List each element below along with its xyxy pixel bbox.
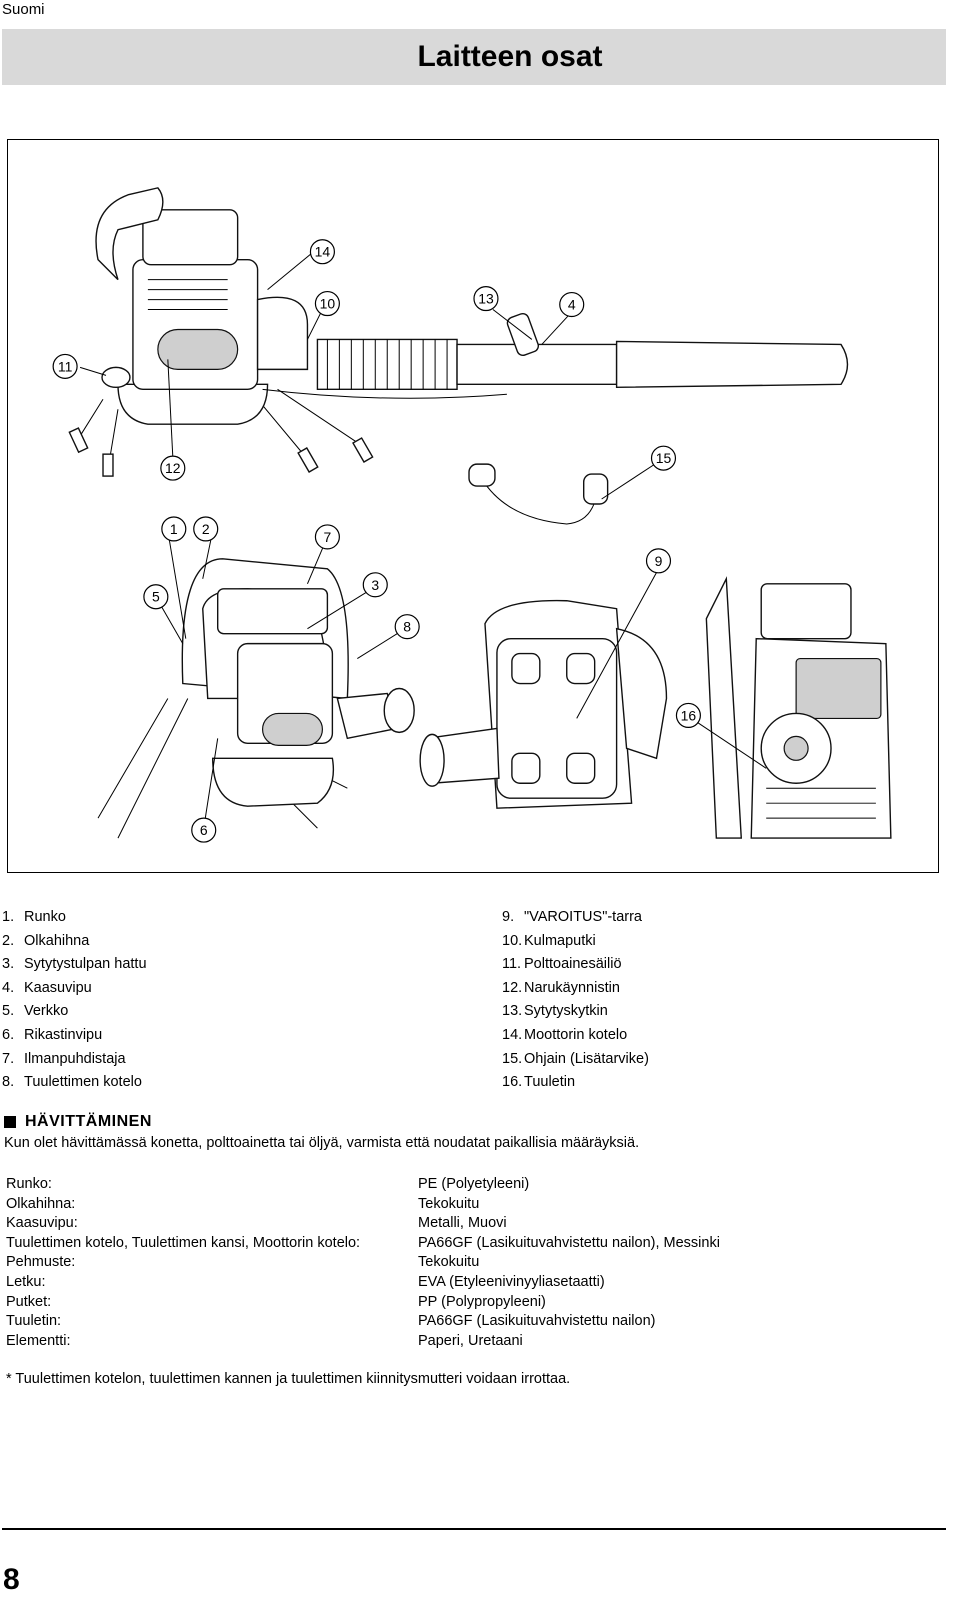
parts-illustration: 1 2 3 4 5 6 7 8 9 10 11 12 13 14 15 16 [7,139,939,873]
table-cell: Runko: [6,1176,52,1192]
callout-12: 12 [160,455,186,481]
list-item: 5.Verkko [2,1003,69,1020]
list-item: 8.Tuulettimen kotelo [2,1074,142,1091]
list-item: 3.Sytytystulpan hattu [2,956,147,973]
square-bullet-icon [4,1116,16,1128]
svg-text:5: 5 [152,589,160,605]
section-heading-text: HÄVITTÄMINEN [25,1113,152,1130]
blower-full-drawing [68,187,849,525]
svg-text:16: 16 [681,707,697,723]
callout-8: 8 [394,614,420,640]
table-cell: Metalli, Muovi [418,1215,507,1232]
callout-10: 10 [314,290,340,317]
svg-text:2: 2 [202,521,210,537]
parts-diagram: 1 2 3 4 5 6 7 8 9 10 11 12 13 14 15 16 [52,187,892,843]
svg-text:13: 13 [478,291,494,307]
svg-text:8: 8 [403,619,411,635]
svg-text:4: 4 [568,297,576,313]
callout-13: 13 [473,286,499,312]
list-item: 12.Narukäynnistin [502,979,620,996]
callout-1: 1 [161,516,187,542]
table-cell: Kaasuvipu: [6,1215,78,1232]
callout-7: 7 [314,524,340,550]
list-item: 9."VAROITUS"-tarra [502,909,642,925]
list-item: 1.Runko [2,909,66,925]
language-label: Suomi [2,1,45,18]
svg-text:1: 1 [170,521,178,537]
table-cell: Tekokuitu [418,1195,480,1212]
svg-text:11: 11 [58,358,73,374]
blower-cutaway-drawing [705,576,892,839]
table-cell: Tuulettimen kotelo, Tuulettimen kansi, M… [6,1234,361,1251]
callout-3: 3 [362,572,388,598]
callout-16: 16 [675,702,701,728]
callout-6: 6 [191,817,217,843]
materials-parts-column: Runko: Olkahihna: Kaasuvipu: Tuulettimen… [6,1175,360,1351]
table-cell: Olkahihna: [6,1195,76,1212]
table-cell: Tekokuitu [418,1254,480,1271]
blower-front-drawing [97,558,415,839]
page-title: Laitteen osat [417,40,603,73]
callout-15: 15 [650,445,677,471]
svg-text:3: 3 [371,577,379,593]
table-cell: PA66GF (Lasikuituvahvistettu nailon) [418,1313,656,1330]
svg-text:12: 12 [165,460,181,476]
svg-text:6: 6 [200,822,208,838]
leader-lines [79,252,767,829]
svg-text:15: 15 [656,450,672,466]
title-bar [2,29,946,85]
callout-11: 11 [52,353,78,379]
footer-divider [2,1528,946,1530]
callout-5: 5 [143,584,169,610]
table-cell: PA66GF (Lasikuituvahvistettu nailon), Me… [418,1234,720,1251]
svg-text:9: 9 [655,553,663,569]
table-cell: Letku: [6,1273,46,1290]
disposal-text: Kun olet hävittämässä konetta, polttoain… [4,1135,640,1151]
svg-text:10: 10 [320,296,336,312]
page-number: 8 [3,1563,20,1596]
list-item: 16.Tuuletin [502,1074,576,1091]
list-item: 11.Polttoainesäiliö [502,956,622,973]
list-item: 10.Kulmaputki [502,932,596,949]
materials-material-column: PE (Polyetyleeni) Tekokuitu Metalli, Muo… [418,1175,720,1351]
list-item: 2.Olkahihna [2,932,90,949]
svg-text:7: 7 [324,529,332,545]
callout-4: 4 [559,291,585,318]
table-cell: Putket: [6,1293,52,1310]
blower-rear-drawing [419,599,668,809]
callout-14: 14 [309,239,335,265]
parts-list-right: 9."VAROITUS"-tarra 10.Kulmaputki 11.Polt… [502,906,649,1095]
list-item: 6.Rikastinvipu [2,1026,103,1043]
list-item: 13.Sytytyskytkin [502,1003,608,1020]
table-cell: PP (Polypropyleeni) [418,1293,546,1310]
table-cell: EVA (Etyleenivinyyliasetaatti) [418,1273,605,1290]
svg-text:14: 14 [315,244,331,260]
list-item: 15.Ohjain (Lisätarvike) [502,1050,649,1067]
parts-list-left: 1.Runko 2.Olkahihna 3.Sytytystulpan hatt… [2,906,147,1095]
table-cell: PE (Polyetyleeni) [418,1176,530,1192]
list-item: 14.Moottorin kotelo [502,1026,628,1043]
footnote: * Tuulettimen kotelon, tuulettimen kanne… [6,1371,571,1387]
table-cell: Elementti: [6,1332,71,1349]
list-item: 4.Kaasuvipu [2,979,92,996]
callout-9: 9 [645,548,672,574]
table-cell: Pehmuste: [6,1254,76,1271]
table-cell: Tuuletin: [6,1313,62,1330]
table-cell: Paperi, Uretaani [418,1332,523,1349]
list-item: 7.Ilmanpuhdistaja [2,1050,126,1067]
section-heading: HÄVITTÄMINEN [4,1113,152,1131]
callout-2: 2 [193,516,219,542]
